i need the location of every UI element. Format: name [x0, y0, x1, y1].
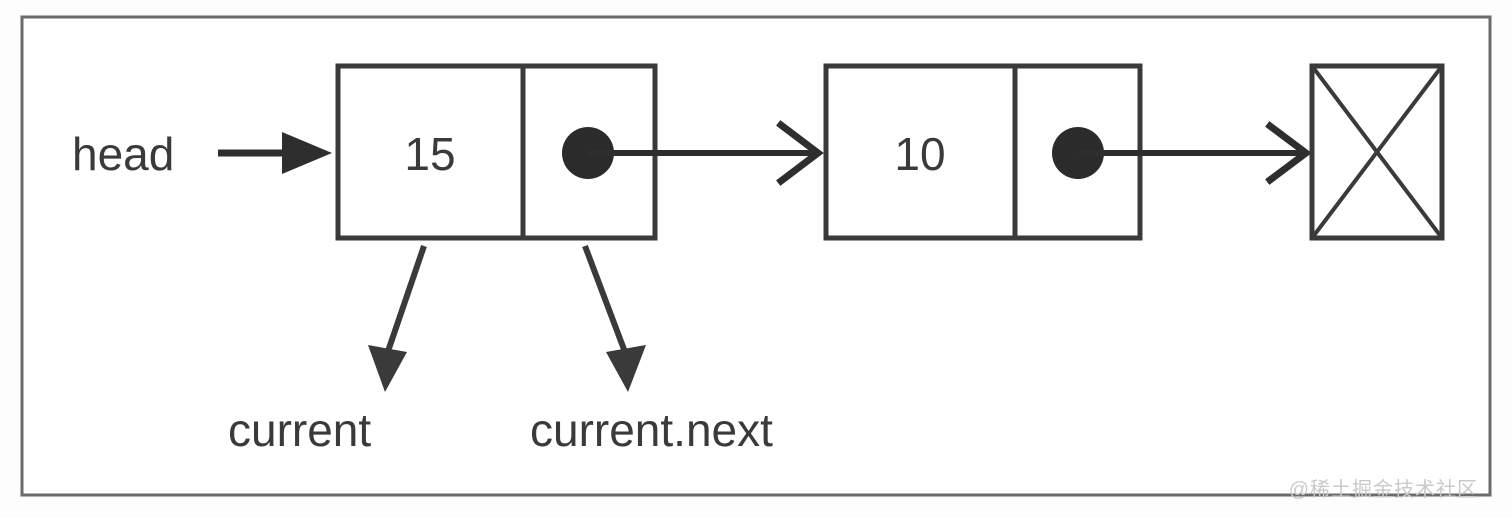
- node-1-value: 15: [404, 128, 455, 180]
- annotation-arrow-current: [368, 245, 427, 392]
- annotation-label-current: current: [228, 404, 371, 456]
- node-2-value: 10: [894, 128, 945, 180]
- annotation-arrow-current-next: [582, 244, 646, 392]
- annotation-label-current-next: current.next: [530, 404, 773, 456]
- diagram-frame: [20, 15, 1492, 497]
- link-arrow-node2-null: [1078, 121, 1312, 185]
- null-terminator: [1309, 63, 1445, 241]
- link-arrow-node1-node2: [588, 120, 824, 186]
- head-label: head: [72, 128, 174, 180]
- head-arrow: [218, 132, 332, 174]
- null-cross-icon: [1310, 64, 1444, 240]
- watermark: @稀土掘金技术社区: [1289, 478, 1478, 501]
